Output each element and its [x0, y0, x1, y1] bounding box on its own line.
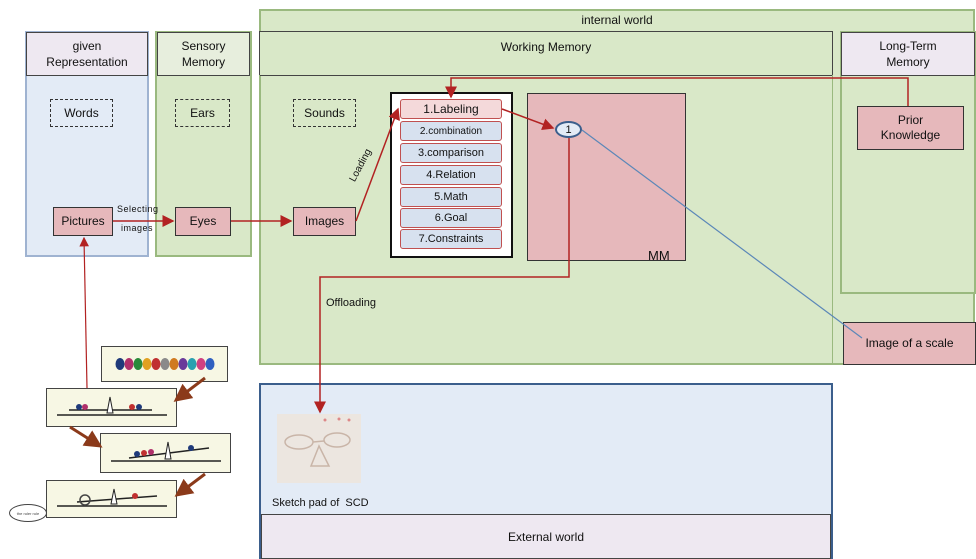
- scale-panel-2: [100, 433, 231, 473]
- selecting-label: Selecting: [117, 204, 159, 214]
- colored-beads-icon: [115, 358, 215, 370]
- speech-bubble-text: the ruler rule: [16, 510, 40, 516]
- scale-panel-3: [46, 480, 177, 518]
- ears-node: Ears: [175, 99, 230, 127]
- working-memory-header: [259, 31, 833, 76]
- arrow-pictures-to-panel: [79, 236, 89, 389]
- mm-circle: 1: [555, 121, 582, 138]
- speech-bubble: the ruler rule: [9, 504, 47, 522]
- scale-sketch-icon: [284, 417, 351, 467]
- mental-model-box: [527, 93, 686, 261]
- balance-scale-icon: [57, 396, 167, 416]
- step-constraints: 7.Constraints: [400, 229, 502, 249]
- beads-panel: [101, 346, 228, 382]
- sketch-pad-label: Sketch pad of SCD: [272, 497, 369, 509]
- sketch-pad-image: [277, 414, 361, 483]
- given-representation-header: given Representation: [26, 32, 148, 76]
- step-comparison: 3.comparison: [400, 143, 502, 163]
- brown-arrow-3: [174, 472, 206, 497]
- step-math: 5.Math: [400, 187, 502, 207]
- internal-world-label: internal world: [581, 13, 653, 27]
- scale-with-magnifier-icon: [57, 488, 167, 507]
- step-combination: 2.combination: [400, 121, 502, 141]
- step-relation: 4.Relation: [400, 165, 502, 185]
- working-memory-label: Working Memory: [500, 40, 592, 54]
- external-world-header: External world: [261, 514, 831, 559]
- sounds-node: Sounds: [293, 99, 356, 127]
- scale-panel-1: [46, 388, 177, 427]
- sensory-memory-header: Sensory Memory: [157, 32, 250, 76]
- pictures-node: Pictures: [53, 207, 113, 236]
- offloading-label: Offloading: [326, 297, 376, 309]
- step-labeling: 1.Labeling: [400, 99, 502, 119]
- tilted-scale-icon: [111, 441, 221, 462]
- words-node: Words: [50, 99, 113, 127]
- images-edge-label: images: [121, 223, 154, 233]
- step-goal: 6.Goal: [400, 208, 502, 228]
- brown-arrow-2: [69, 425, 103, 448]
- eyes-node: Eyes: [175, 207, 231, 236]
- image-of-scale-node: Image of a scale: [843, 322, 976, 365]
- long-term-memory-header: Long-Term Memory: [841, 32, 975, 76]
- images-node: Images: [293, 207, 356, 236]
- mm-circle-number: 1: [565, 123, 572, 136]
- mm-label: MM: [648, 248, 670, 263]
- prior-knowledge-node: Prior Knowledge: [857, 106, 964, 150]
